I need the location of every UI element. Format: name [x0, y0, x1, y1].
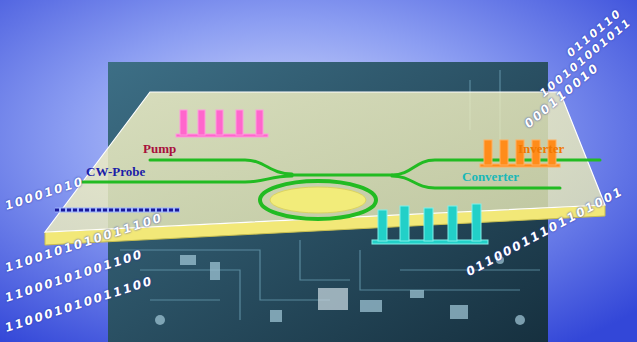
pump-pulses	[176, 110, 268, 137]
signal-label: Converter	[462, 170, 519, 183]
converter-pulses	[372, 204, 488, 244]
probe-cw-line	[55, 210, 180, 211]
signal-label: Pump	[143, 142, 176, 155]
signal-label: Inverter	[518, 142, 564, 155]
signal-label: CW-Probe	[86, 165, 145, 178]
ring-resonator	[260, 181, 376, 219]
